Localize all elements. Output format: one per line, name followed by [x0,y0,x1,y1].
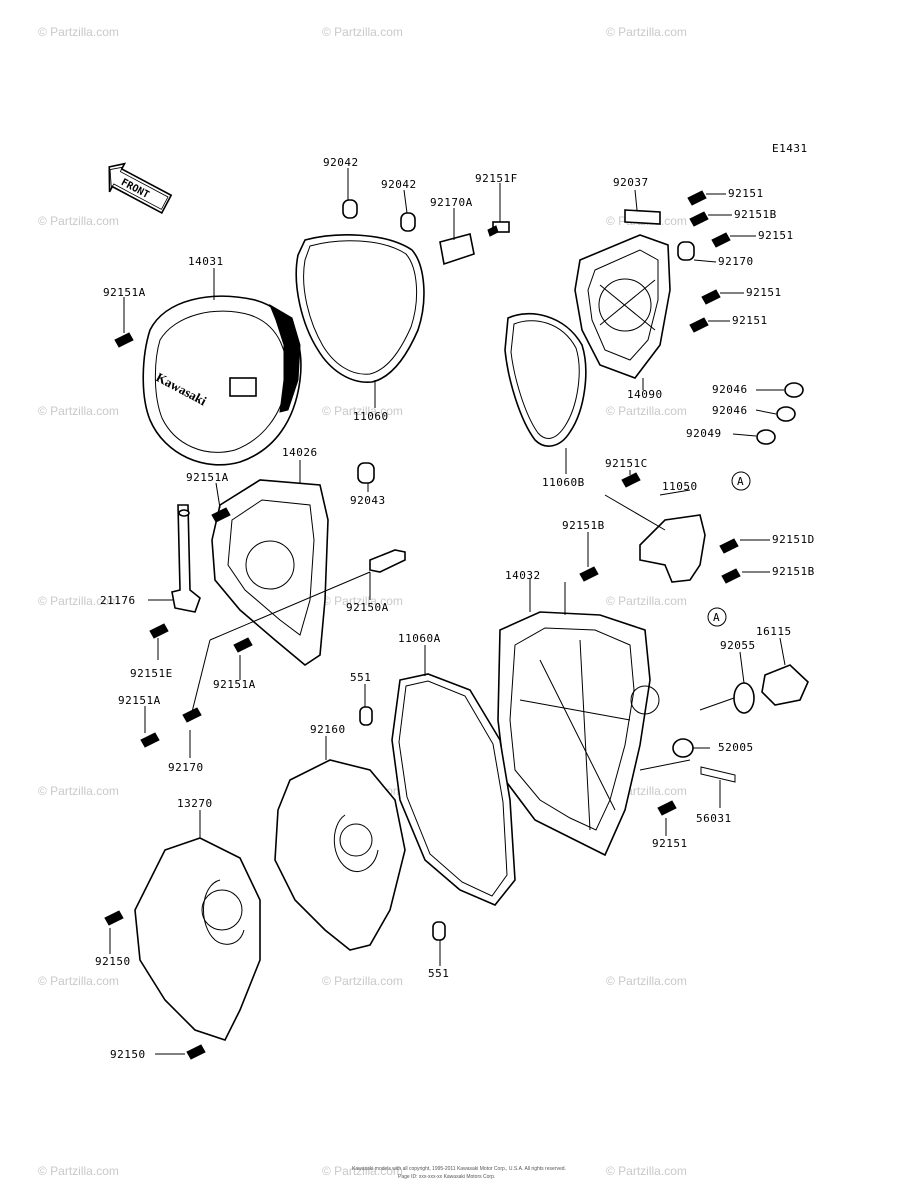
watermark: © Partzilla.com [38,594,119,608]
part-label: 551 [350,671,371,684]
part-label: 92151B [562,519,605,532]
part-labels: 92042 92042 92151F 92170A 92037 92151 92… [95,156,815,1061]
part-label: 92150 [110,1048,146,1061]
dowel-pin-551 [359,706,446,941]
clamp-92170A [439,221,510,266]
seal-92046-92049 [756,382,804,445]
part-label: 92151 [746,286,782,299]
cap-16115 [733,664,809,714]
front-arrow-icon: FRONT [108,162,173,214]
part-label: 92037 [613,176,649,189]
callout-a: A A [707,471,751,627]
clutch-cover-14032 [497,611,660,857]
watermark: © Partzilla.com [606,25,687,39]
generator-cover-14031: Kawasaki [142,295,302,466]
pulser-cover-14026 [211,462,406,666]
part-label: 11060A [398,632,441,645]
gasket-11060A [391,673,516,906]
part-label: 92151F [475,172,518,185]
part-label: 92042 [323,156,359,169]
part-label: 52005 [718,741,754,754]
part-label: 551 [428,967,449,980]
part-label: 92151D [772,533,815,546]
part-label: 92151A [213,678,256,691]
part-label: 13270 [177,797,213,810]
copyright-line: Page ID: xxx-xxx-xx Kawasaki Motors Corp… [398,1174,495,1180]
callout-a-label: A [737,475,744,488]
dowel-pin-92042 [342,199,416,232]
watermark: © Partzilla.com [606,594,687,608]
copyright-line: Kawasaki models with all copyright, 1995… [352,1166,566,1172]
part-label: 92151A [103,286,146,299]
gasket-11060 [295,234,425,383]
part-label: 11050 [662,480,698,493]
callout-a-label: A [713,611,720,624]
part-label: 92043 [350,494,386,507]
part-label: 92150 [95,955,131,968]
part-label: 92151 [728,187,764,200]
part-label: 92170A [430,196,473,209]
watermark: © Partzilla.com [606,404,687,418]
guard-92160 [274,759,406,951]
part-label: 92150A [346,601,389,614]
copyright-footer: Kawasaki models with all copyright, 1995… [352,1166,566,1180]
part-label: 92151 [732,314,768,327]
watermark: © Partzilla.com [322,1164,403,1178]
part-label: 92151 [758,229,794,242]
watermark: © Partzilla.com [606,1164,687,1178]
part-label: 92055 [720,639,756,652]
gasket-11060B [504,312,587,447]
part-label: 92151C [605,457,648,470]
part-label: 92049 [686,427,722,440]
part-label: 92151B [772,565,815,578]
part-label: 56031 [696,812,732,825]
leader-lines [109,168,786,1055]
part-label: 92151B [734,208,777,221]
bracket-11050 [639,514,706,583]
cover-14090 [574,209,695,379]
bolt-icon [104,190,741,1060]
watermark: © Partzilla.com [322,594,403,608]
watermark: © Partzilla.com [322,25,403,39]
watermark: © Partzilla.com [322,974,403,988]
part-label: 92151A [186,471,229,484]
watermark: © Partzilla.com [38,974,119,988]
part-label: 11060 [353,410,389,423]
sensor-21176 [171,504,201,613]
part-label: 92151 [652,837,688,850]
part-label: 14031 [188,255,224,268]
diagram-code: E1431 [772,142,808,155]
watermark: © Partzilla.com [38,25,119,39]
part-label: 21176 [100,594,136,607]
watermark: © Partzilla.com [38,214,119,228]
part-label: 92151A [118,694,161,707]
part-label: 92170 [168,761,204,774]
watermark: © Partzilla.com [38,404,119,418]
part-label: 92046 [712,383,748,396]
watermark: © Partzilla.com [38,784,119,798]
part-label: 16115 [756,625,792,638]
part-label: 92042 [381,178,417,191]
guard-13270 [134,837,261,1041]
part-label: 92170 [718,255,754,268]
part-label: 92151E [130,667,173,680]
watermark: © Partzilla.com [322,404,403,418]
part-label: 14032 [505,569,541,582]
watermark: © Partzilla.com [606,974,687,988]
part-label: 92046 [712,404,748,417]
watermark: © Partzilla.com [38,1164,119,1178]
part-label: 14090 [627,388,663,401]
part-label: 11060B [542,476,585,489]
part-label: 14026 [282,446,318,459]
part-label: 92160 [310,723,346,736]
